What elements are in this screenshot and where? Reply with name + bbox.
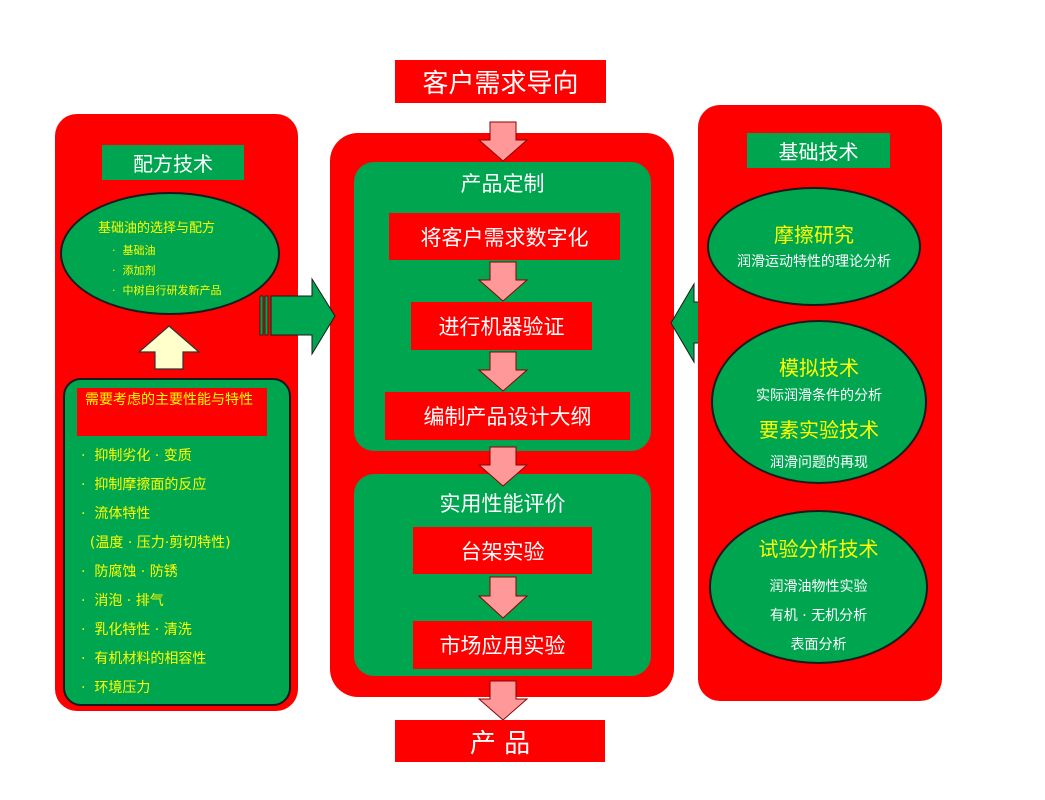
section-2-title: 实用性能评价 (439, 492, 566, 516)
step-design-outline: 编制产品设计大纲 (385, 392, 630, 440)
requirements-list: · 抑制劣化 · 变质 · 抑制摩擦面的反应 · 流体特性 (温度 · 压力·剪… (81, 442, 231, 703)
top-title-box: 客户需求导向 (395, 60, 606, 103)
test-analysis-line: 有机 · 无机分析 (769, 608, 868, 624)
left-ellipse-list: · 基础油 · 添加剂 · 中树自行研发新产品 (112, 241, 222, 301)
test-analysis-line: 表面分析 (790, 637, 847, 653)
bottom-title: 产 品 (469, 728, 531, 759)
down-arrow-icon (477, 446, 529, 487)
requirements-heading: 需要考虑的主要性能与特性 (85, 392, 253, 408)
step-label: 市场应用实验 (439, 634, 566, 658)
simulation-sub: 实际润滑条件的分析 (756, 388, 882, 404)
right-panel-title-box: 基础技术 (747, 133, 890, 168)
step-digitize: 将客户需求数字化 (389, 213, 620, 260)
up-arrow-icon (137, 325, 201, 370)
step-bench-test: 台架实验 (413, 527, 592, 574)
step-machine-verify: 进行机器验证 (411, 302, 592, 350)
list-item: · 添加剂 (112, 264, 156, 277)
down-arrow-icon (477, 351, 529, 392)
list-item: · 环境压力 (81, 680, 151, 696)
left-ellipse: 基础油的选择与配方 · 基础油 · 添加剂 · 中树自行研发新产品 (60, 192, 280, 315)
step-label: 进行机器验证 (438, 315, 565, 339)
left-panel-title-box: 配方技术 (102, 145, 244, 180)
step-label: 将客户需求数字化 (420, 225, 589, 250)
step-label: 编制产品设计大纲 (423, 405, 592, 429)
list-item: · 中树自行研发新产品 (112, 284, 222, 297)
friction-research-ellipse: 摩擦研究 润滑运动特性的理论分析 (707, 187, 921, 306)
top-title: 客户需求导向 (422, 69, 579, 99)
section-1-title: 产品定制 (460, 172, 545, 196)
list-item: (温度 · 压力·剪切特性) (89, 535, 231, 551)
element-test-sub: 润滑问题的再现 (770, 455, 868, 471)
list-item: · 有机材料的相容性 (81, 651, 207, 667)
test-analysis-heading: 试验分析技术 (758, 537, 879, 561)
list-item: · 乳化特性 · 清洗 (81, 622, 192, 638)
list-item: · 流体特性 (81, 506, 151, 522)
friction-research-sub: 润滑运动特性的理论分析 (737, 254, 891, 270)
list-item: · 防腐蚀 · 防锈 (81, 564, 178, 580)
down-arrow-icon (477, 121, 529, 162)
test-analysis-ellipse: 试验分析技术 润滑油物性实验 有机 · 无机分析 表面分析 (709, 510, 928, 664)
simulation-heading: 模拟技术 (779, 356, 859, 380)
right-panel-title: 基础技术 (778, 140, 859, 164)
list-item: · 基础油 (112, 244, 156, 257)
down-arrow-icon (477, 261, 529, 302)
element-test-heading: 要素实验技术 (759, 418, 879, 442)
requirements-heading-box: 需要考虑的主要性能与特性 (77, 388, 267, 436)
test-analysis-line: 润滑油物性实验 (769, 579, 868, 595)
left-requirements-box: 需要考虑的主要性能与特性 · 抑制劣化 · 变质 · 抑制摩擦面的反应 · 流体… (63, 378, 291, 706)
step-market-test: 市场应用实验 (413, 621, 592, 669)
list-item: · 消泡 · 排气 (81, 593, 164, 609)
step-label: 台架实验 (460, 539, 545, 564)
right-arrow-icon (259, 277, 336, 356)
simulation-ellipse: 模拟技术 实际润滑条件的分析 要素实验技术 润滑问题的再现 (711, 320, 927, 484)
bottom-title-box: 产 品 (395, 720, 605, 762)
left-panel-title: 配方技术 (133, 152, 213, 176)
left-ellipse-heading: 基础油的选择与配方 (98, 221, 216, 236)
list-item: · 抑制劣化 · 变质 (81, 448, 192, 464)
list-item: · 抑制摩擦面的反应 (81, 477, 207, 493)
down-arrow-icon (477, 576, 529, 619)
down-arrow-icon (477, 680, 529, 721)
friction-research-heading: 摩擦研究 (774, 223, 854, 247)
